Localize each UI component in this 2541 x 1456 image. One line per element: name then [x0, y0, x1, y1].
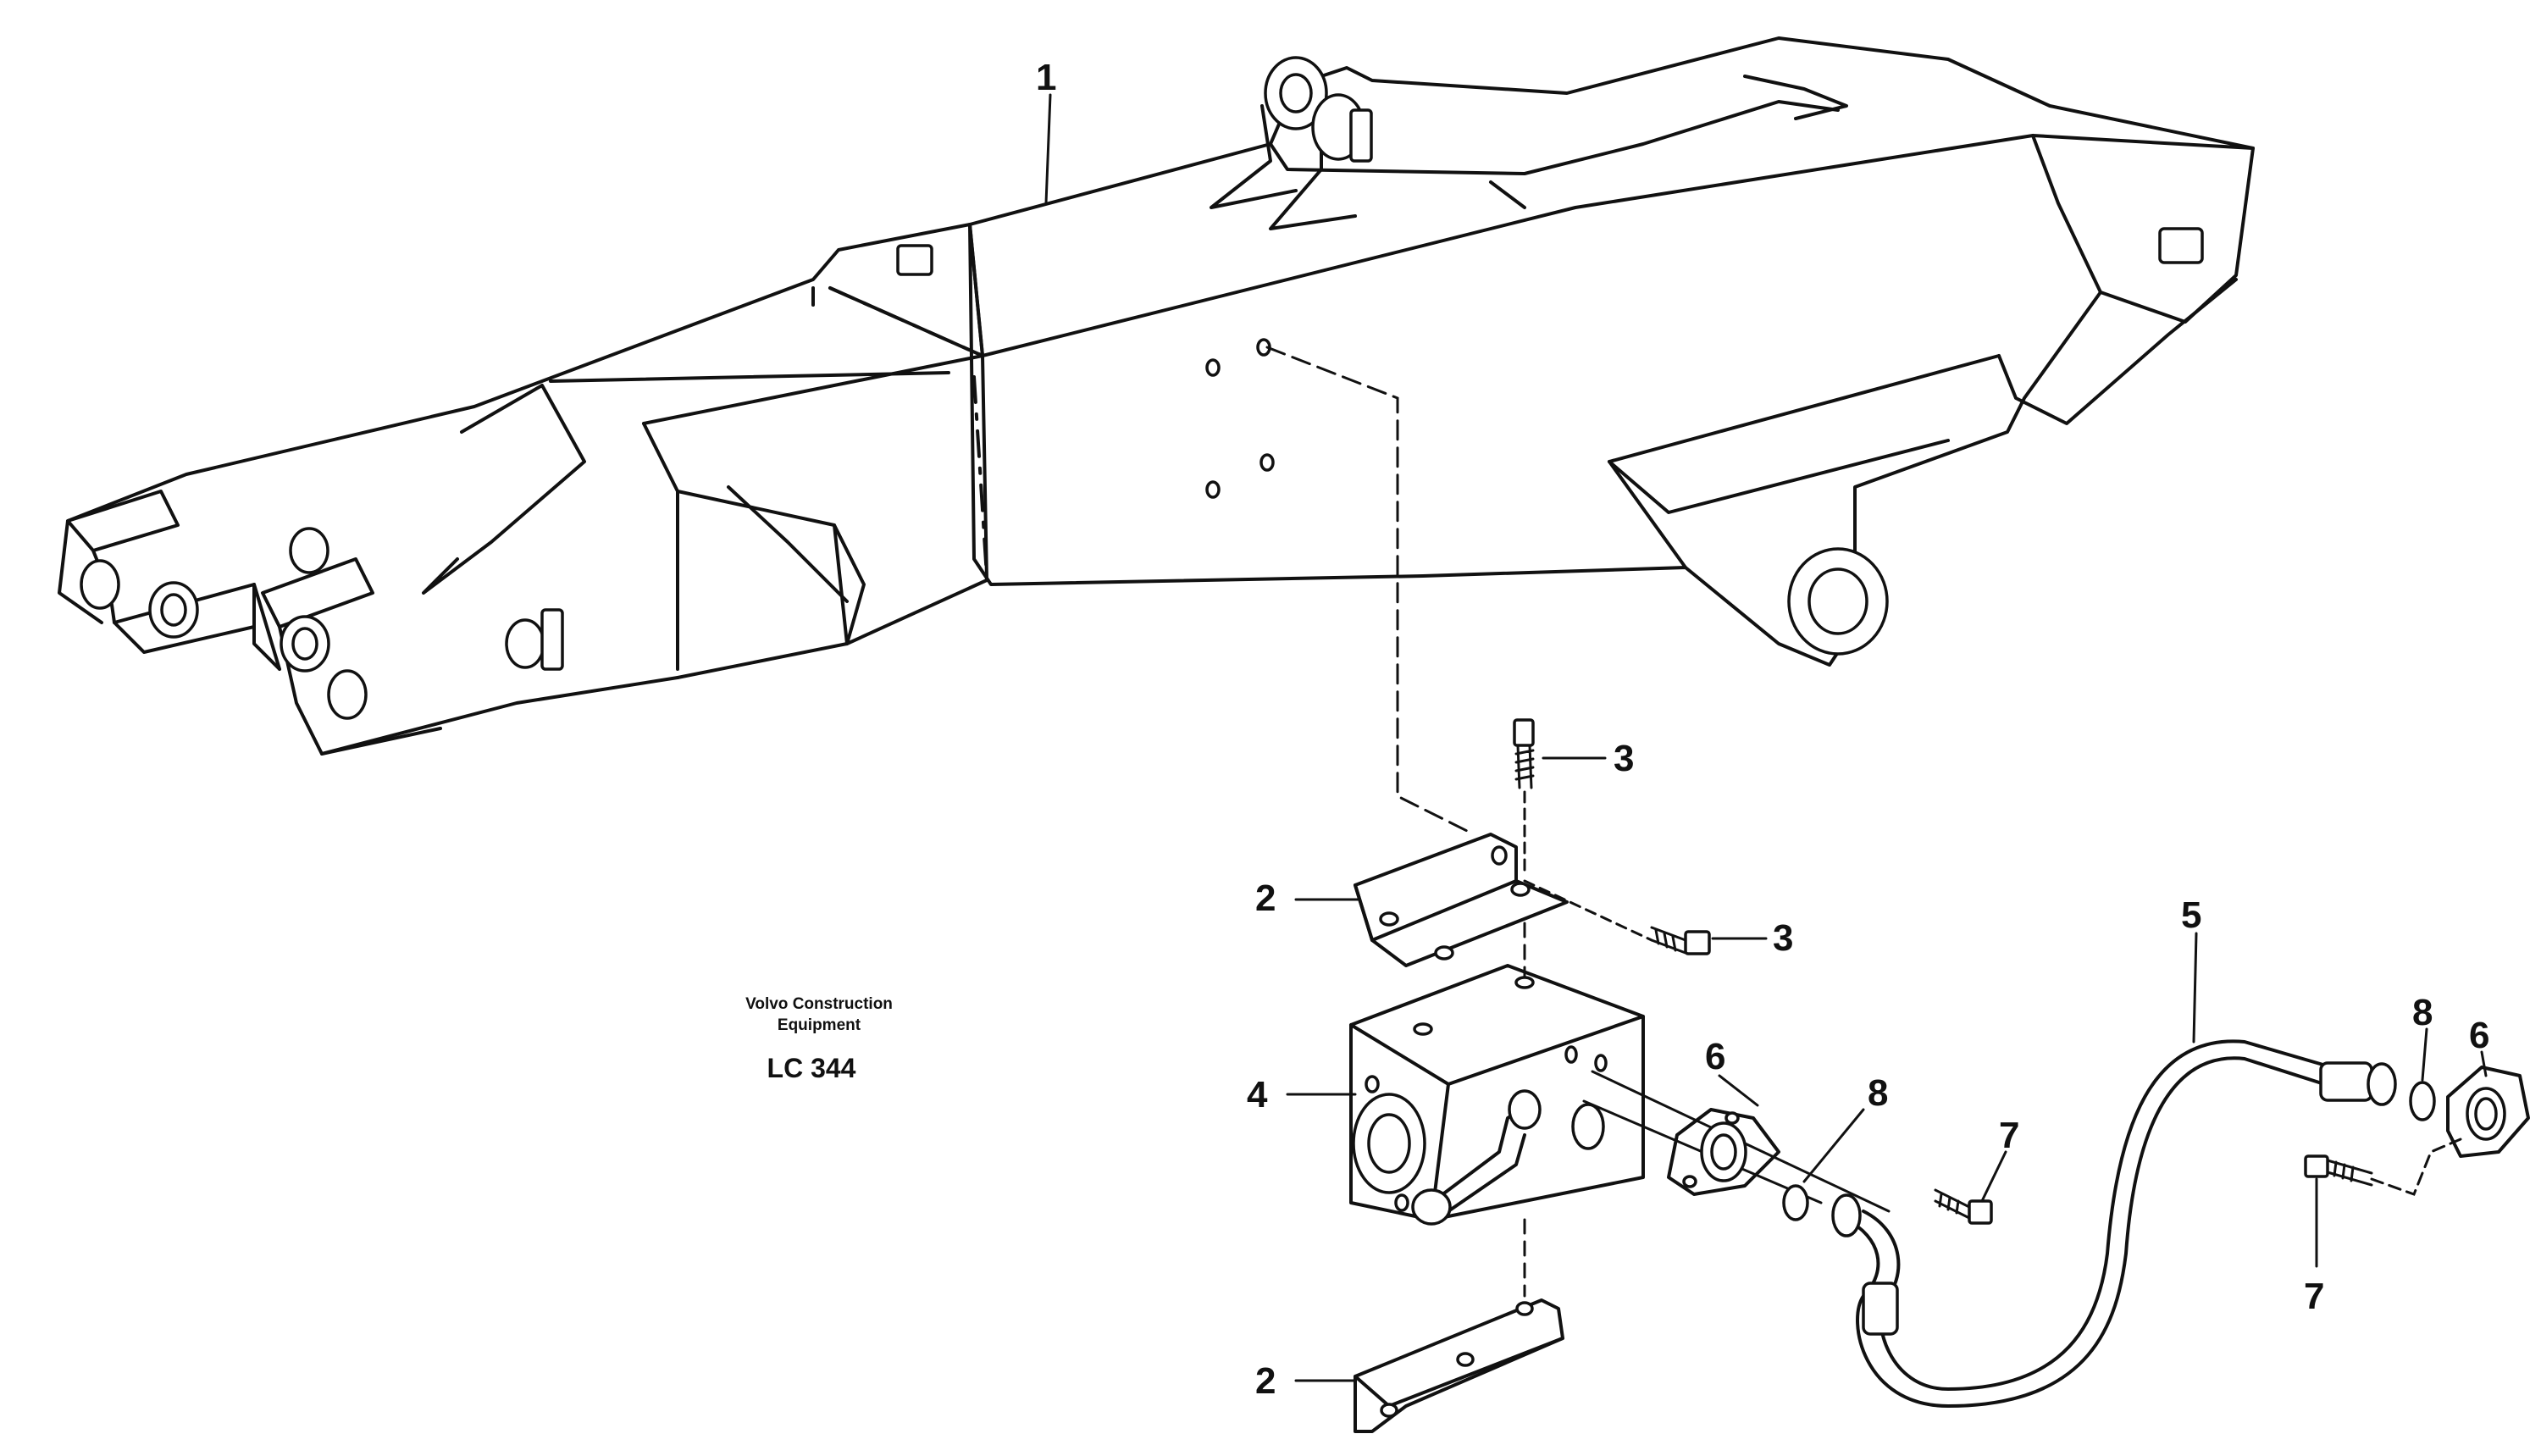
bolt-right-part [2304, 1138, 2462, 1196]
callout-4: 4 [1247, 1074, 1268, 1116]
caption-company-line1: Volvo Construction [745, 995, 893, 1013]
o-ring-right-part [2409, 1081, 2436, 1121]
bolt-middle-part [1934, 1188, 1993, 1225]
callout-8-middle: 8 [1868, 1072, 1888, 1114]
o-ring-middle-part [1782, 1184, 1809, 1221]
callout-7-right: 7 [2304, 1276, 2324, 1317]
callout-2-upper: 2 [1255, 877, 1276, 919]
callout-6-right: 6 [2469, 1015, 2489, 1056]
assembly-line-boom-bracket [1265, 346, 1475, 836]
hose-part [1831, 1039, 2397, 1408]
caption-company-line2: Equipment [778, 1016, 861, 1034]
bracket-upper-part [1354, 833, 1569, 967]
boom-part [58, 36, 2255, 756]
callout-3-upper: 3 [1614, 738, 1634, 779]
bolt-horizontal-part [1523, 879, 1711, 955]
callout-6-middle: 6 [1705, 1036, 1725, 1077]
callout-8-right: 8 [2412, 992, 2433, 1033]
caption-drawing-code: LC 344 [767, 1053, 856, 1083]
bracket-lower-part [1354, 1298, 1564, 1433]
callout-2-lower: 2 [1255, 1360, 1276, 1402]
leader-lines [1044, 93, 2488, 1382]
callout-5: 5 [2181, 894, 2201, 936]
bolt-vertical-part [1513, 718, 1535, 874]
callout-7-middle: 7 [1999, 1115, 2019, 1156]
callout-3-lower: 3 [1773, 917, 1793, 959]
flange-right-part [2446, 1066, 2530, 1158]
valve-block-part [1349, 964, 1645, 1226]
flange-middle-part [1667, 1108, 1780, 1196]
callout-1: 1 [1036, 57, 1056, 98]
